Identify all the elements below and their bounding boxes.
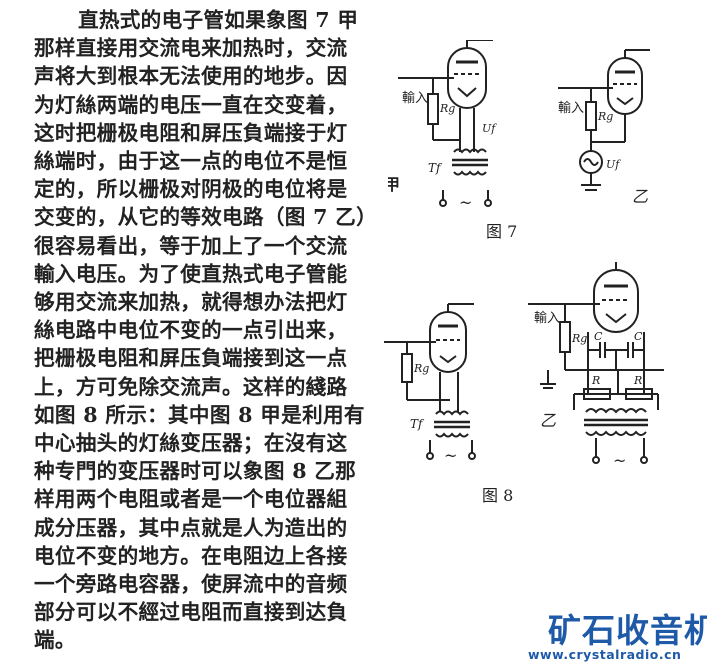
fig8a-rg-label: Rg [413,362,429,375]
text-line: 声将大到根本无法使用的地步。因 [34,64,348,89]
fig7a-part-label: 甲 [388,175,400,194]
fig7b-input-label: 輸入 [558,101,584,116]
fig7a-vacuum-tube [447,40,487,109]
text-line: 輸入电压。为了使直热式电子管能 [34,261,348,286]
text-line: 中心抽头的灯絲变压器；在沒有这 [34,431,348,456]
fig8b-r-label-right: R [633,374,642,387]
fig7b-part-label: 乙 [632,187,648,206]
fig7-caption: 图 7 [486,222,518,241]
text-line: 部分可以不經过电阻而直接到达負 [34,600,348,625]
fig8b-part-label: 乙 [540,411,556,430]
fig7b-uf-label: Uf [606,158,621,171]
fig8b-vacuum-tube [593,262,639,333]
text-line: 把栅极电阻和屏压負端接到这一点 [34,346,348,371]
text-line: 如图 8 所示：其中图 8 甲是利用有 [34,402,365,427]
text-line: 种专門的变压器时可以象图 8 乙那 [34,459,357,484]
text-line: 一个旁路电容器，使屏流中的音频 [34,572,348,597]
text-line: 絲端时，由于这一点的电位不是恒 [34,149,348,174]
text-line: 为灯絲两端的电压一直在交变着， [34,92,348,117]
fig8b-c-label-left: C [594,330,603,343]
fig8a-ac-tilde: ~ [444,446,457,465]
fig7a-input-label: 輸入 [402,91,428,106]
watermark-brand: 矿石收音机 [548,611,707,650]
text-line: 上，方可免除交流声。这样的綫路 [34,374,348,399]
fig8b-c-label-right: C [634,330,643,343]
figure-8-diagram: Rg Tf ~ 輸入 Rg C C R R [384,262,664,470]
fig8a-vacuum-tube [429,304,467,373]
fig8b-ac-tilde: ~ [613,451,626,470]
fig7a-tf-label: Tf [428,161,443,175]
watermark-url: www.crystalradio.cn [528,647,682,662]
figure-7-diagram: 輸入 Rg Uf Tf ~ 甲 輸入 Rg Uf 乙 [388,40,650,212]
fig7b-rg-label: Rg [597,110,613,123]
text-line: 这时把栅极电阻和屏压負端接于灯 [34,120,348,145]
fig7a-uf-label: Uf [482,122,497,135]
fig8a-tf-label: Tf [410,417,425,431]
text-line: 电位不变的地方。在电阻边上各接 [34,543,348,568]
text-line: 端。 [34,628,76,653]
fig8b-r-label-left: R [591,374,600,387]
text-line: 够用交流来加热，就得想办法把灯 [34,290,348,315]
fig7a-ac-tilde: ~ [459,193,472,212]
fig7a-rg-label: Rg [439,102,455,115]
article-body: 直热式的电子管如果象图 7 甲 那样直接用交流电来加热时，交流 声将大到根本无法… [34,6,377,655]
text-line: 样用两个电阻或者是一个电位器組 [34,487,348,512]
fig7b-vacuum-tube [607,50,643,115]
text-line: 很容易看出，等于加上了一个交流 [34,233,348,258]
text-line: 絲电路中电位不变的一点引出来， [34,318,348,343]
text-line: 成分压器，其中点就是人为造出的 [34,515,348,540]
fig8b-rg-label: Rg [571,332,587,345]
text-line: 直热式的电子管如果象图 7 甲 [78,8,359,32]
fig8-caption: 图 8 [482,486,514,505]
fig8b-input-label: 輸入 [534,311,560,326]
text-line: 交变的，从它的等效电路（图 7 乙） [34,205,377,230]
text-line: 定的，所以栅极对阴极的电位将是 [34,177,348,202]
text-line: 那样直接用交流电来加热时，交流 [34,36,348,61]
